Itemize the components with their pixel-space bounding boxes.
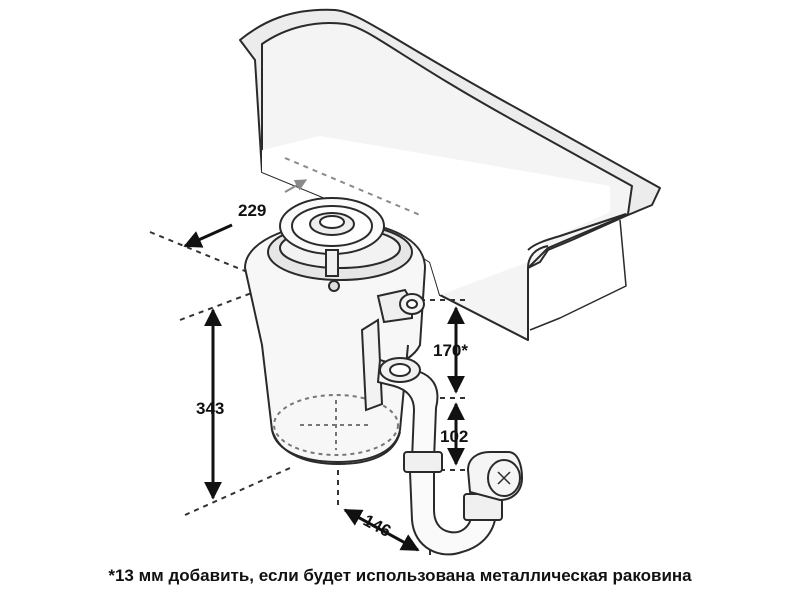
- sink: [239, 8, 661, 341]
- dim-229-label: 229: [238, 201, 266, 220]
- dim-170-label: 170*: [433, 341, 468, 360]
- dimension-lines: [183, 223, 465, 552]
- dim-146-label: 146: [360, 511, 394, 541]
- sink-floor: [262, 136, 610, 295]
- disposer-unit: [243, 197, 427, 466]
- dim-229-arrow: [183, 223, 233, 248]
- dim-146-arrow: [343, 508, 420, 552]
- drain-pipe: [376, 357, 524, 556]
- flow-arrow: [284, 179, 308, 193]
- footnote: *13 мм добавить, если будет использована…: [108, 566, 692, 585]
- dim-343-label: 343: [196, 399, 224, 418]
- dim-102-label: 102: [440, 427, 468, 446]
